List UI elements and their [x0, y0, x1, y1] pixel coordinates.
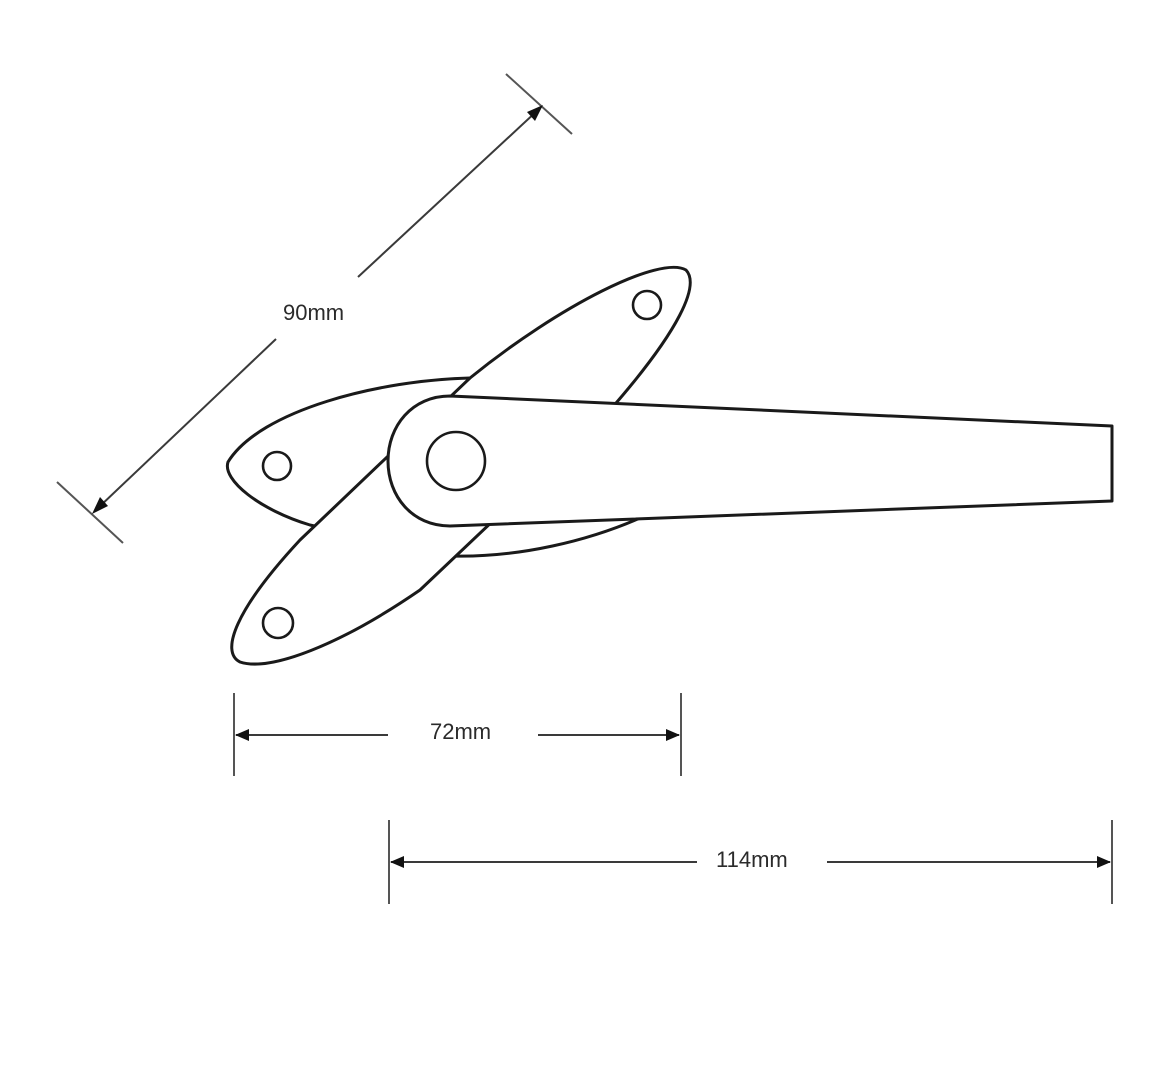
arrow-head-icon [666, 729, 680, 741]
arrow-head-icon [92, 497, 108, 514]
dimension-label-114mm: 114mm [716, 847, 788, 872]
mounting-hole-left [261, 450, 293, 482]
pivot-boss [425, 430, 487, 492]
arrow-head-icon [1097, 856, 1111, 868]
dimension-72mm: 72mm [233, 693, 682, 776]
mounting-hole-bottom-left [261, 606, 295, 640]
handle-lever [386, 394, 1114, 528]
arrow-head-icon [390, 856, 404, 868]
arrow-head-icon [235, 729, 249, 741]
dimension-label-72mm: 72mm [430, 719, 491, 744]
mounting-hole-top-right [631, 289, 663, 321]
dimension-label-90mm: 90mm [283, 300, 344, 325]
arrow-head-icon [527, 105, 543, 121]
dimension-90mm: 90mm [56, 73, 573, 544]
dimension-114mm: 114mm [388, 820, 1113, 904]
